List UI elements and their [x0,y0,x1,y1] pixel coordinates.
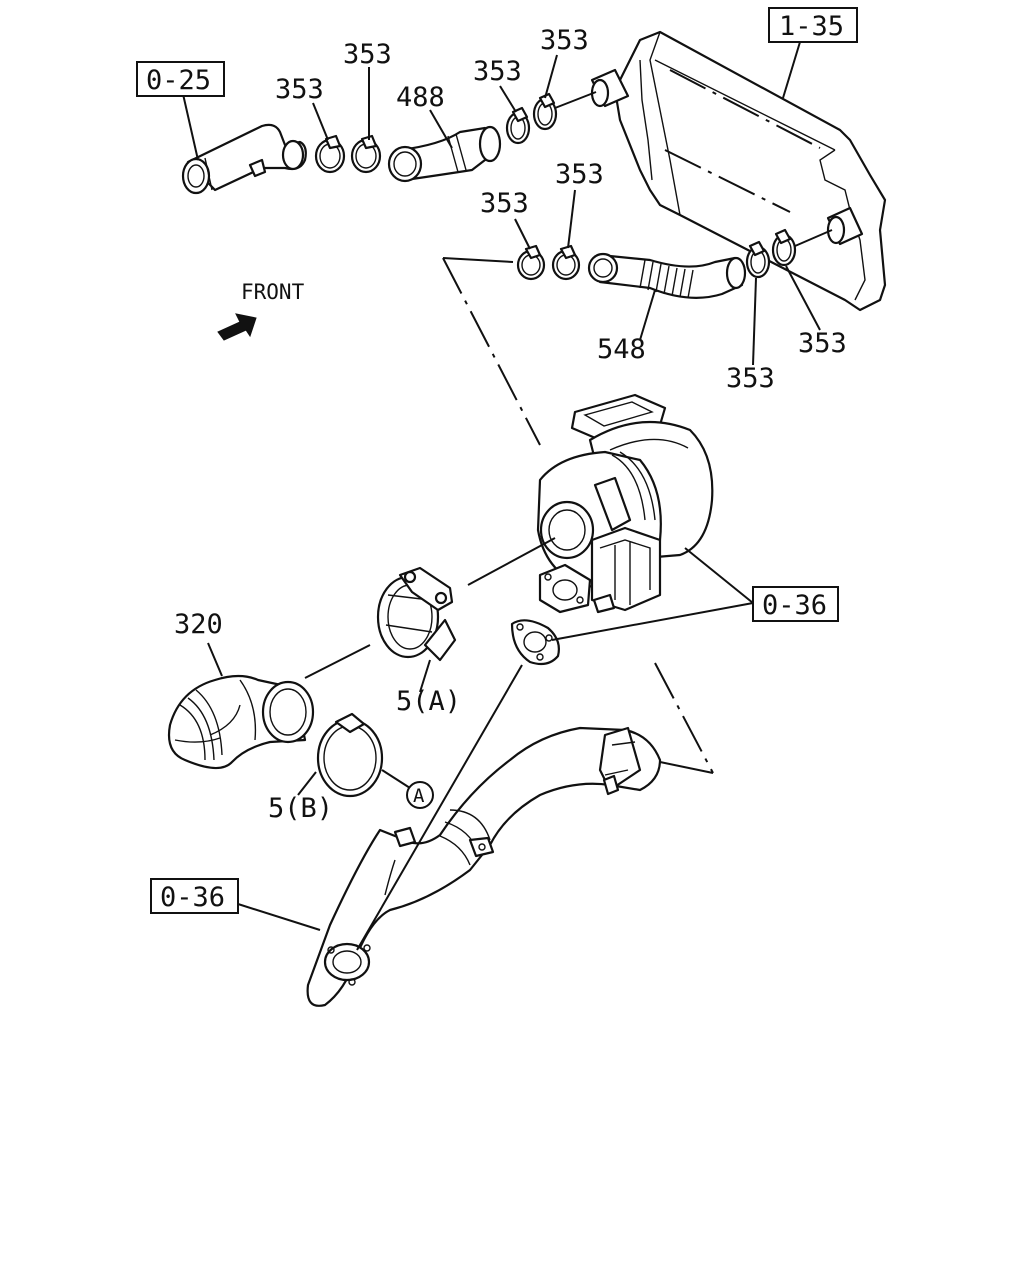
front-arrow-icon [217,313,257,341]
part-label-5b: 5(B) [268,793,333,824]
leader-upper-bracket [442,257,514,263]
front-label: FRONT [241,280,305,304]
clamp-353-b [350,134,382,174]
part-label-353: 353 [275,74,324,105]
clamp-353-e [516,244,546,281]
ref-box-0-36-right [752,586,839,622]
hose-548 [587,252,747,299]
ref-label-0-36-right: 0-36 [762,590,827,621]
ref-box-0-25 [136,61,225,97]
gasket [510,619,560,666]
hose-320 [167,674,315,770]
intercooler-upper-port [590,68,630,108]
intake-pipe-0-25 [181,123,307,195]
leader-gasket-to-flange [356,664,523,951]
clamp-353-d [532,92,558,131]
clamp-5b [316,712,384,798]
part-label-353: 353 [555,159,604,190]
turbocharger [536,393,714,614]
intercooler-lower-port [826,206,864,246]
intercooler [590,30,887,312]
ref-label-0-36-left: 0-36 [160,882,225,913]
part-label-320: 320 [174,609,223,640]
ref-label-0-25: 0-25 [146,65,211,96]
clamp-353-a [314,134,346,174]
part-label-353: 353 [343,39,392,70]
dashchain-lower [654,662,714,774]
part-label-548: 548 [597,334,646,365]
clamp-353-g [745,240,771,279]
part-label-5a: 5(A) [396,686,461,717]
part-label-488: 488 [396,82,445,113]
clamp-353-c [505,106,531,145]
part-label-353: 353 [540,25,589,56]
part-label-353: 353 [798,328,847,359]
ref-box-1-35 [768,7,858,43]
part-label-353: 353 [480,188,529,219]
callout-a-circle [406,781,434,809]
callout-a-label: A [413,785,425,807]
exhaust-pipe [306,726,662,1007]
ref-label-1-35: 1-35 [779,11,844,42]
part-label-353: 353 [726,363,775,394]
part-label-353: 353 [473,56,522,87]
ref-box-0-36-left [150,878,239,914]
clamp-353-h [771,228,797,267]
clamp-353-f [551,244,581,281]
dashchain-upper [442,257,541,446]
clamp-5a [376,566,457,662]
